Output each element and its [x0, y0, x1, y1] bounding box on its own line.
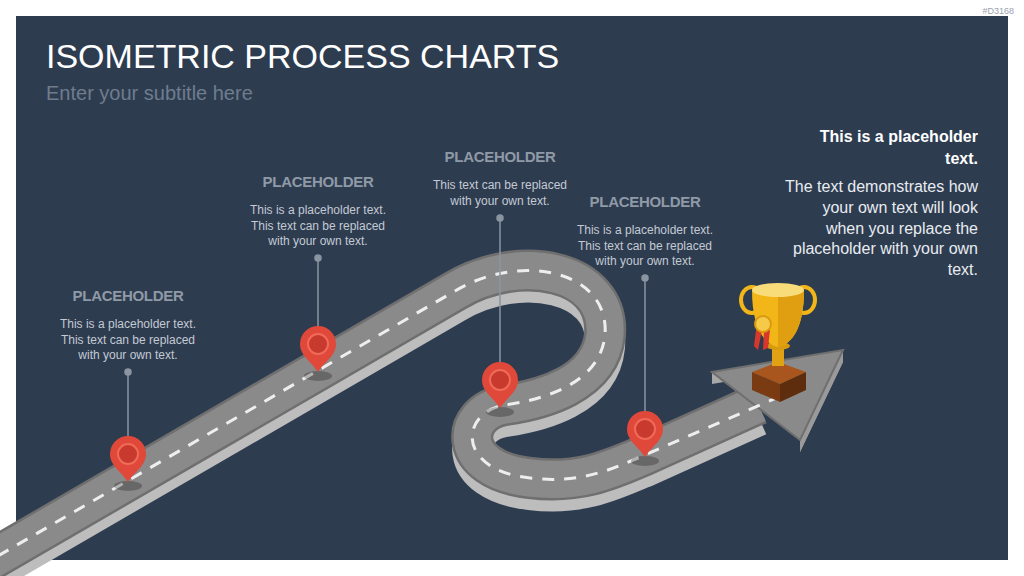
- watermark: #D3168: [930, 6, 1014, 16]
- map-pin: [627, 411, 663, 466]
- leader-dot: [125, 369, 131, 375]
- leader-lines: [125, 215, 648, 440]
- trophy: [741, 283, 815, 402]
- step-heading: PLACEHOLDER: [53, 287, 203, 305]
- subtitle: Enter your subtitle here: [46, 81, 253, 105]
- road-edge: [0, 271, 758, 576]
- road-surface: [0, 271, 758, 576]
- step-heading: PLACEHOLDER: [243, 173, 393, 191]
- step-text: This text can be replaced with your own …: [425, 178, 575, 209]
- step-text: This is a placeholder text. This text ca…: [243, 203, 393, 250]
- goal-heading: This is a placeholder text.: [818, 126, 978, 170]
- leader-line: [644, 278, 646, 415]
- goal-text: The text demonstrates how your own text …: [783, 177, 978, 281]
- map-pin: [482, 362, 518, 417]
- step-heading: PLACEHOLDER: [570, 193, 720, 211]
- step-text: This is a placeholder text. This text ca…: [570, 223, 720, 270]
- leader-line: [317, 258, 319, 330]
- slide-title: ISOMETRIC PROCESS CHARTS: [46, 36, 559, 76]
- map-pin: [110, 436, 146, 491]
- leader-line: [127, 372, 129, 440]
- leader-dot: [315, 255, 321, 261]
- step-heading: PLACEHOLDER: [425, 148, 575, 166]
- step-text: This is a placeholder text. This text ca…: [53, 317, 203, 364]
- leader-dot: [497, 215, 503, 221]
- map-pin: [300, 326, 336, 381]
- leader-line: [499, 218, 501, 366]
- leader-dot: [642, 275, 648, 281]
- road-dashes: [0, 271, 790, 576]
